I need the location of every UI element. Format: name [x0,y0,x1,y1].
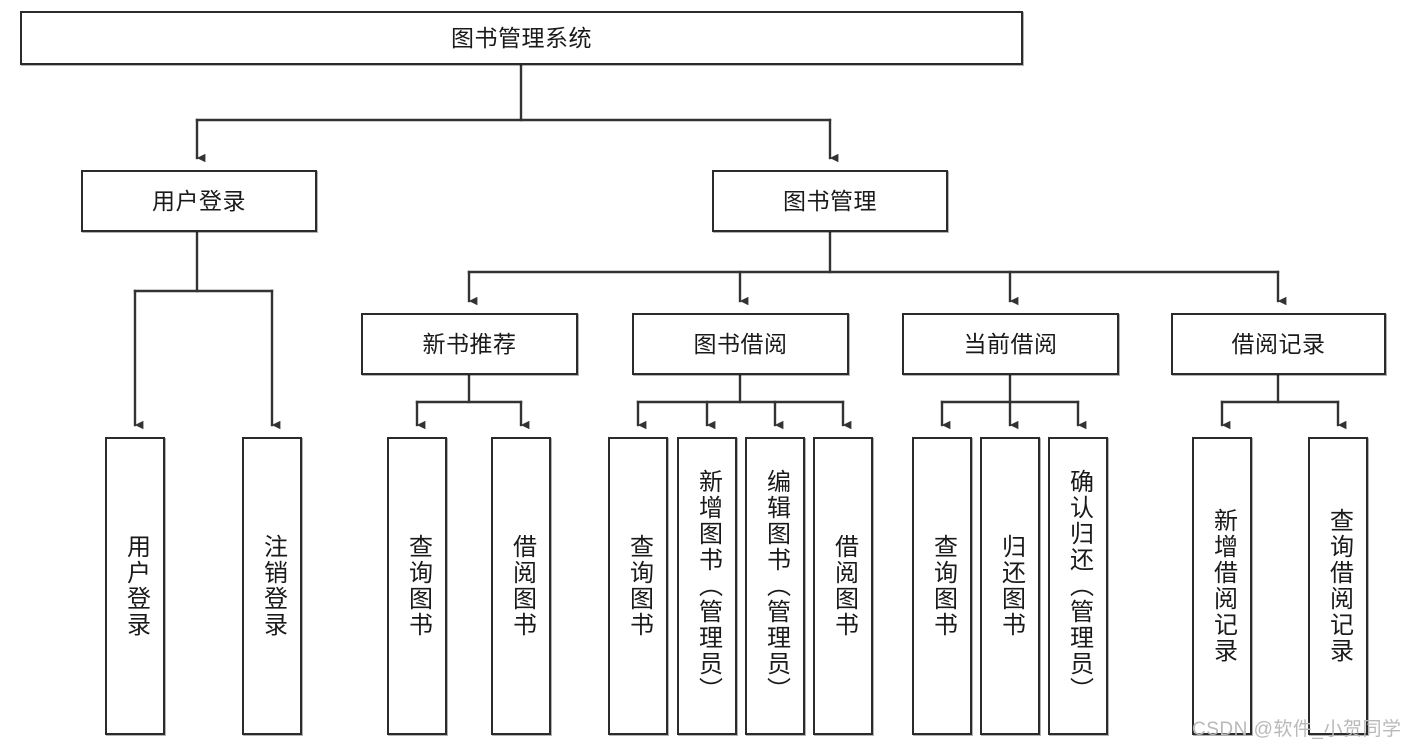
node-leaf-query-borrow-record[interactable]: 查询借阅记录 [1308,437,1368,735]
node-leaf-add-book-admin[interactable]: 新增图书（管理员） [677,437,737,735]
node-leaf-edit-book-admin-label: 编辑图书（管理员） [762,469,790,703]
node-root[interactable]: 图书管理系统 [20,11,1023,65]
node-leaf-query-book-3-label: 查询图书 [929,534,957,638]
node-leaf-query-book-1-label: 查询图书 [404,534,432,638]
node-current-borrow[interactable]: 当前借阅 [902,313,1119,375]
node-leaf-add-borrow-record-label: 新增借阅记录 [1209,508,1237,664]
node-book-borrow-label: 图书借阅 [693,330,788,357]
node-leaf-edit-book-admin[interactable]: 编辑图书（管理员） [745,437,805,735]
node-leaf-query-book-1[interactable]: 查询图书 [387,437,447,735]
node-leaf-query-book-3[interactable]: 查询图书 [912,437,972,735]
node-leaf-query-book-2-label: 查询图书 [625,534,653,638]
node-leaf-return-book[interactable]: 归还图书 [980,437,1040,735]
node-borrow-record[interactable]: 借阅记录 [1171,313,1386,375]
node-user-login[interactable]: 用户登录 [81,170,317,232]
node-leaf-confirm-return-admin[interactable]: 确认归还（管理员） [1048,437,1108,735]
node-leaf-borrow-book-1[interactable]: 借阅图书 [491,437,551,735]
node-leaf-add-borrow-record[interactable]: 新增借阅记录 [1192,437,1252,735]
node-leaf-logout-login-label: 注销登录 [259,534,287,638]
node-book-manage-label: 图书管理 [783,187,877,214]
node-root-label: 图书管理系统 [451,24,592,51]
node-current-borrow-label: 当前借阅 [963,330,1058,357]
node-leaf-query-borrow-record-label: 查询借阅记录 [1325,508,1353,664]
node-new-book-recommend[interactable]: 新书推荐 [361,313,578,375]
node-borrow-record-label: 借阅记录 [1231,330,1326,357]
node-leaf-add-book-admin-label: 新增图书（管理员） [694,469,722,703]
node-book-manage[interactable]: 图书管理 [712,170,948,232]
node-book-borrow[interactable]: 图书借阅 [632,313,849,375]
node-user-login-label: 用户登录 [152,187,246,214]
node-leaf-return-book-label: 归还图书 [997,534,1025,638]
node-leaf-logout-login[interactable]: 注销登录 [242,437,302,735]
node-leaf-user-login-label: 用户登录 [122,534,150,638]
node-leaf-borrow-book-1-label: 借阅图书 [508,534,536,638]
node-leaf-confirm-return-admin-label: 确认归还（管理员） [1065,469,1093,703]
node-leaf-borrow-book-2[interactable]: 借阅图书 [813,437,873,735]
csdn-watermark: CSDN @软件_小贺同学 [1192,719,1402,740]
node-leaf-borrow-book-2-label: 借阅图书 [830,534,858,638]
node-leaf-user-login[interactable]: 用户登录 [105,437,165,735]
node-new-book-recommend-label: 新书推荐 [422,330,517,357]
node-leaf-query-book-2[interactable]: 查询图书 [608,437,668,735]
